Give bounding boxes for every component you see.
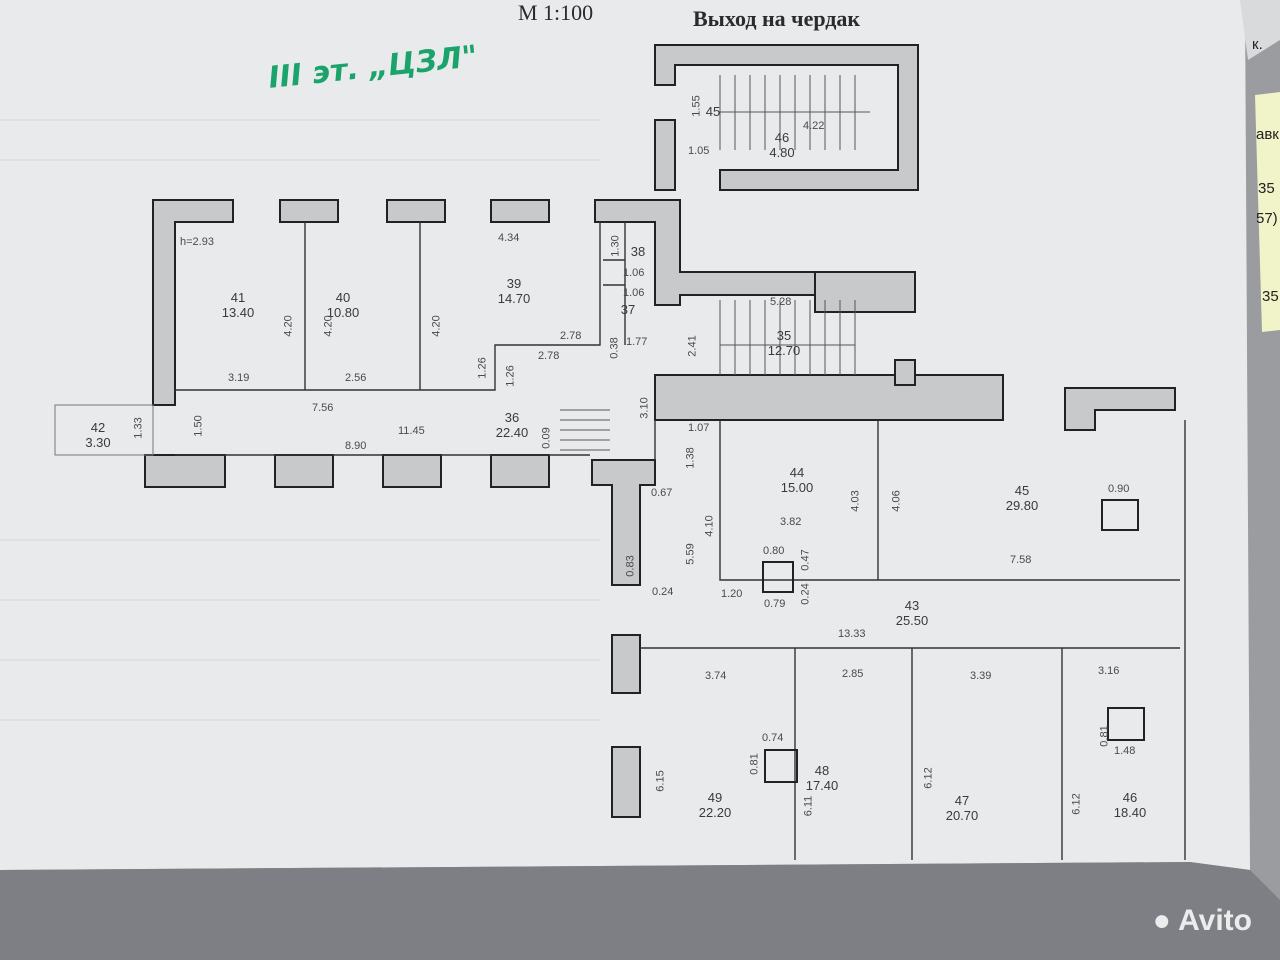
dimension-label: 1.50	[192, 415, 205, 437]
dimension-label: 0.47	[799, 549, 812, 571]
dimension-label: 0.80	[763, 545, 785, 557]
dimension-label: 0.81	[1098, 725, 1111, 747]
dimension-label: 4.20	[430, 315, 443, 337]
dimension-label: 0.81	[748, 753, 761, 775]
dimension-label: 0.24	[799, 583, 812, 605]
dimension-label: 6.12	[1070, 793, 1083, 815]
dimension-label: 3.82	[780, 516, 802, 528]
dimension-label: 2.78	[538, 350, 560, 362]
dimension-label: 4.06	[890, 490, 903, 512]
dimension-label: 3.19	[228, 372, 250, 384]
dimension-label: 1.07	[688, 422, 710, 434]
dimension-label: 4.20	[322, 315, 335, 337]
dimension-label: 2.56	[345, 372, 367, 384]
dimension-label: 1.55	[690, 95, 703, 117]
dimension-label: 5.59	[684, 543, 697, 565]
avito-logo-icon: ●	[1152, 904, 1171, 937]
dimension-label: 4.34	[498, 232, 520, 244]
dimension-label: 8.90	[345, 440, 367, 452]
scale-label: М 1:100	[518, 0, 594, 25]
dimension-label: 7.58	[1010, 554, 1032, 566]
dimension-label: 0.90	[1108, 483, 1130, 495]
dimension-label: 4.03	[849, 490, 862, 512]
dimension-label: 0.74	[762, 732, 784, 744]
dimension-label: 0.83	[624, 555, 637, 577]
side-sheet-text: к.	[1252, 36, 1263, 53]
dimension-label: 4.10	[703, 515, 716, 537]
dimension-label: 3.16	[1098, 665, 1120, 677]
dimension-label: 1.06	[623, 287, 645, 299]
dimension-label: 4.20	[282, 315, 295, 337]
dimension-label: 1.20	[721, 588, 743, 600]
side-sheet-text: 35	[1258, 180, 1275, 197]
dimension-label: 0.24	[652, 586, 674, 598]
dimension-label: 4.22	[803, 120, 825, 132]
attic-exit-label: Выход на чердак	[693, 6, 861, 31]
dimension-label: 6.15	[654, 770, 667, 792]
avito-watermark: ● Avito	[1152, 904, 1252, 937]
dimension-label: 7.56	[312, 402, 334, 414]
dimension-label: 6.11	[802, 795, 815, 817]
dimension-label: 1.30	[609, 235, 622, 257]
side-sheet-text: авк	[1256, 126, 1279, 143]
dimension-label: 1.05	[688, 145, 710, 157]
dimension-label: 3.39	[970, 670, 992, 682]
side-sheet-text: 57)	[1256, 210, 1278, 227]
dimension-label: 0.79	[764, 598, 786, 610]
dimension-label: 3.10	[638, 397, 651, 419]
dimension-label: 3.74	[705, 670, 727, 682]
dimension-label: 2.85	[842, 668, 864, 680]
dimension-label: 6.12	[922, 767, 935, 789]
dimension-label: 1.06	[623, 267, 645, 279]
dimension-label: 1.26	[476, 357, 489, 379]
room-label: 37	[620, 302, 636, 317]
dimension-label: 1.33	[132, 417, 145, 439]
room-label: 45	[705, 104, 721, 119]
dimension-label: 1.26	[504, 365, 517, 387]
dimension-label: 0.38	[608, 337, 621, 359]
dimension-label: 11.45	[398, 425, 425, 437]
room-label: 38	[630, 244, 646, 259]
dimension-label: 1.77	[626, 336, 648, 348]
dimension-label: 5.28	[770, 296, 792, 308]
dimension-label: 13.33	[838, 628, 866, 640]
dimension-label: h=2.93	[180, 236, 214, 248]
dimension-label: 0.09	[540, 427, 553, 449]
dimension-label: 0.67	[651, 487, 673, 499]
dimension-label: 2.41	[686, 335, 699, 357]
side-sheet-text: 35	[1262, 288, 1279, 305]
dimension-label: 1.48	[1114, 745, 1136, 757]
dimension-label: 2.78	[560, 330, 582, 342]
dimension-label: 1.38	[684, 447, 697, 469]
